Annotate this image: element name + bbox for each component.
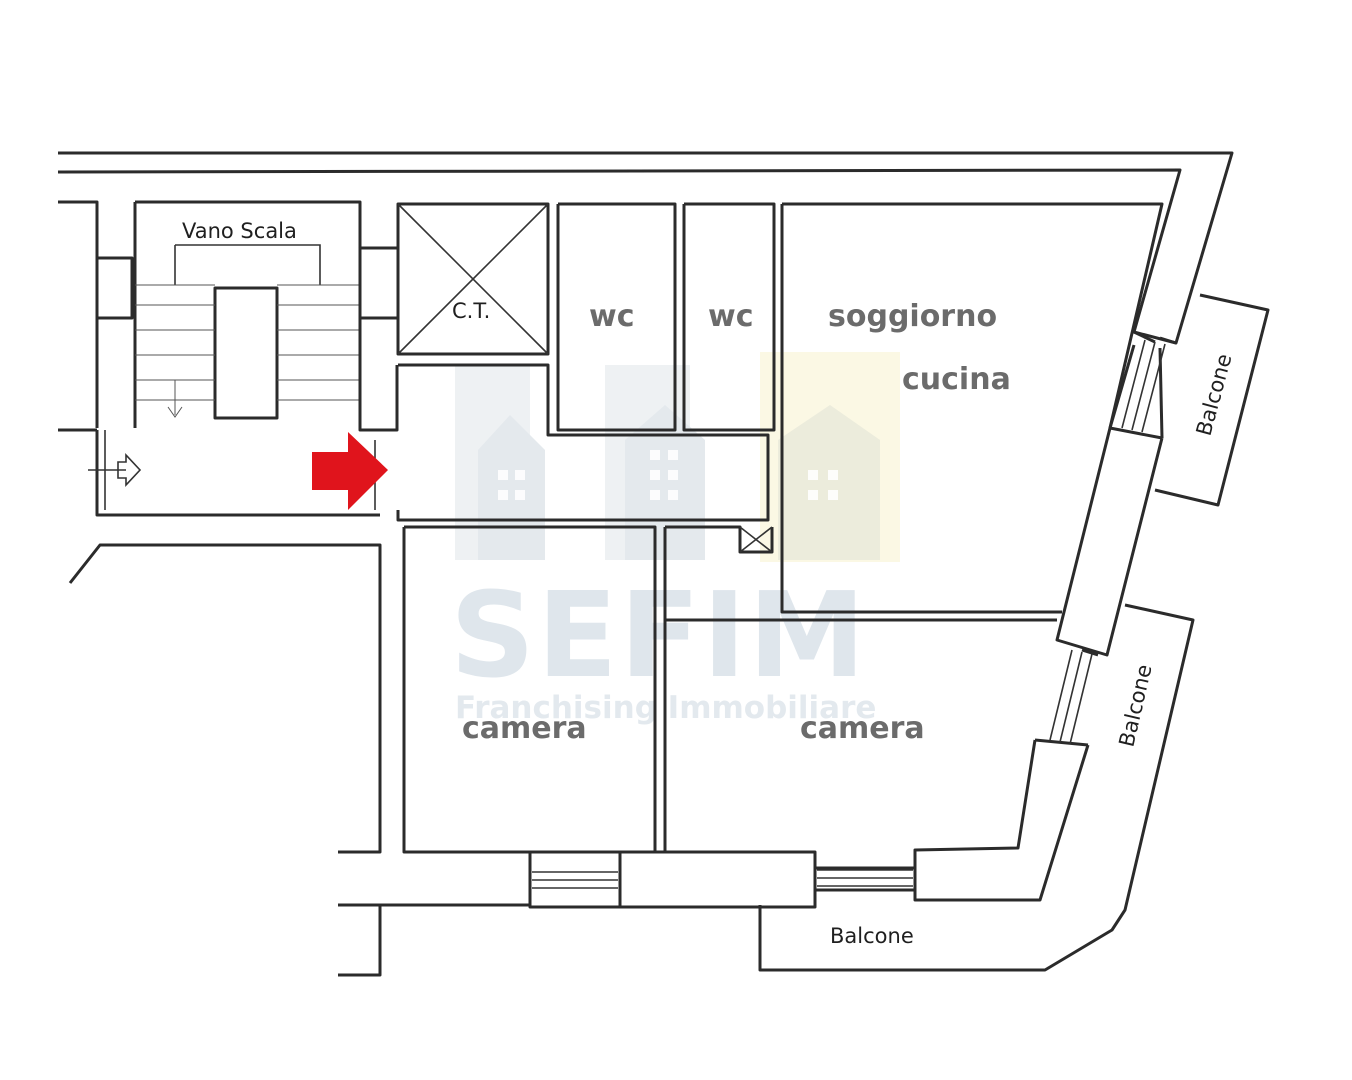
balcone-right-label: Balcone bbox=[1114, 662, 1156, 749]
soggiorno-cucina-room: soggiorno cucina bbox=[780, 202, 1164, 614]
wc-room-1: wc bbox=[556, 202, 677, 432]
camera-room-1: camera bbox=[462, 711, 587, 746]
wc-label-1: wc bbox=[589, 299, 635, 334]
balcone-bottom-label: Balcone bbox=[830, 924, 914, 948]
entrance-arrow-icon bbox=[312, 432, 388, 510]
stairwell: Vano Scala bbox=[133, 200, 362, 428]
vano-scala-label: Vano Scala bbox=[182, 219, 297, 243]
ct-label: C.T. bbox=[452, 299, 490, 323]
balcone-top: Balcone bbox=[1121, 293, 1270, 507]
south-facade bbox=[528, 850, 915, 909]
camera-label-2: camera bbox=[800, 711, 925, 746]
wc-room-2: wc bbox=[682, 202, 776, 432]
camera-label-1: camera bbox=[462, 711, 587, 746]
watermark-brand: SEFIM bbox=[450, 566, 868, 704]
wc-label-2: wc bbox=[708, 299, 754, 334]
camera-room-2: camera bbox=[665, 618, 1057, 746]
ct-room: C.T. bbox=[396, 202, 550, 356]
cucina-label: cucina bbox=[902, 362, 1011, 397]
soggiorno-label: soggiorno bbox=[828, 299, 997, 334]
landing-walls bbox=[58, 200, 530, 977]
watermark-logo: SEFIM Franchising Immobiliare bbox=[450, 352, 900, 726]
exterior-walls bbox=[57, 151, 1234, 902]
balcone-top-label: Balcone bbox=[1192, 351, 1237, 438]
